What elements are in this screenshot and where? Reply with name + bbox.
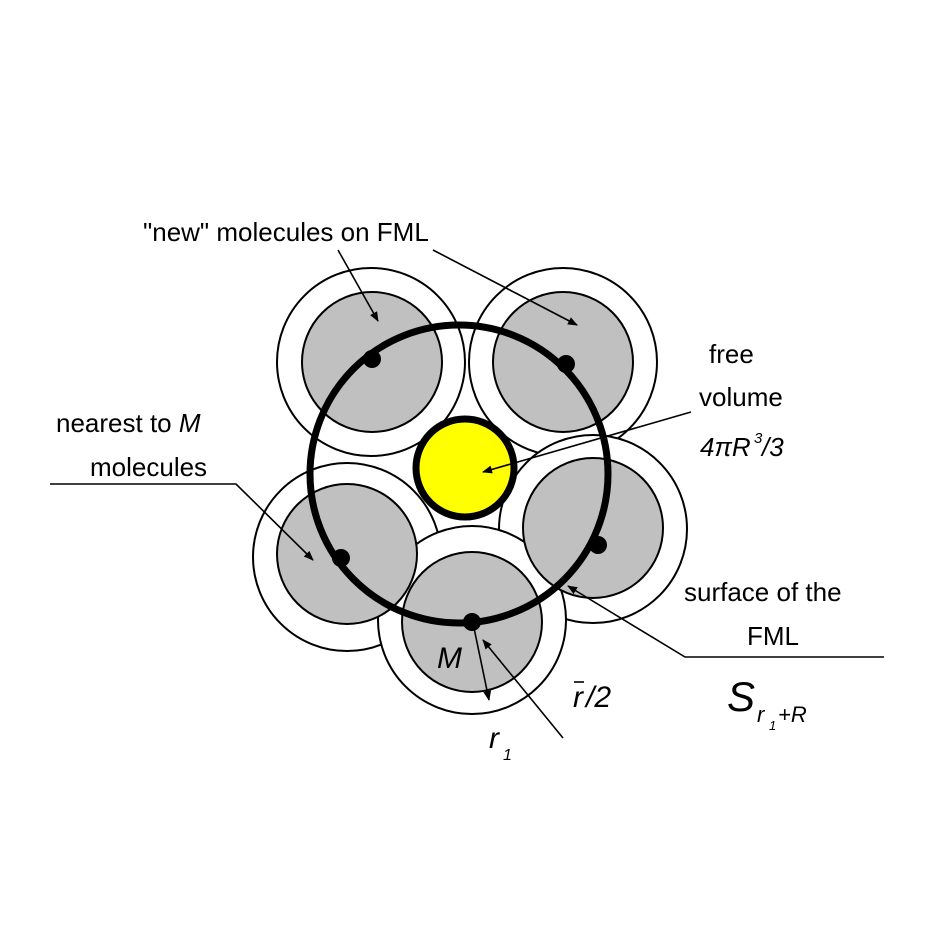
label-m: M	[437, 642, 462, 675]
arrow-new-top-right	[432, 249, 578, 326]
center-dot-top-left	[363, 350, 381, 368]
label-s-sub-r: r	[757, 702, 766, 727]
label-surface-line1: surface of the	[684, 577, 842, 607]
center-dot-left	[332, 549, 350, 567]
leader-nearest	[50, 483, 314, 561]
label-formula-exp: 3	[754, 430, 763, 447]
leader-lines	[50, 249, 884, 739]
label-s-sub-plus: +R	[778, 702, 807, 727]
label-nearest-m: M	[179, 408, 201, 438]
arrow-free-volume	[482, 411, 692, 474]
label-surface-line2: FML	[747, 621, 799, 651]
center-dot-top-right	[557, 355, 575, 373]
label-free: free	[709, 339, 754, 369]
label-formula-a: 4πR	[700, 432, 751, 462]
molecule-centers	[332, 350, 607, 631]
label-s-sub-1: 1	[769, 718, 776, 733]
label-volume: volume	[699, 382, 783, 412]
label-nearest-text: nearest to	[56, 408, 179, 438]
molecule-right	[522, 457, 664, 599]
label-molecules: molecules	[90, 452, 207, 482]
label-r1-r: r	[489, 722, 500, 755]
label-rbar-r: r	[573, 681, 584, 714]
arrow-r1	[473, 627, 492, 701]
label-r1-sub: 1	[503, 747, 512, 764]
label-formula-b: /3	[760, 432, 784, 462]
label-new-molecules: "new" molecules on FML	[143, 217, 429, 247]
center-dot-right	[589, 536, 607, 554]
label-rbar-half: /2	[584, 681, 611, 714]
label-nearest: nearest to M	[56, 408, 201, 438]
leader-surface	[567, 585, 884, 658]
free-volume-circle	[412, 415, 518, 521]
arrow-rbar-half	[482, 639, 564, 739]
fml-surface-ring	[306, 321, 612, 627]
center-dot-m	[463, 613, 481, 631]
arrow-new-top-left	[337, 249, 379, 322]
label-s-main: S	[727, 673, 755, 720]
